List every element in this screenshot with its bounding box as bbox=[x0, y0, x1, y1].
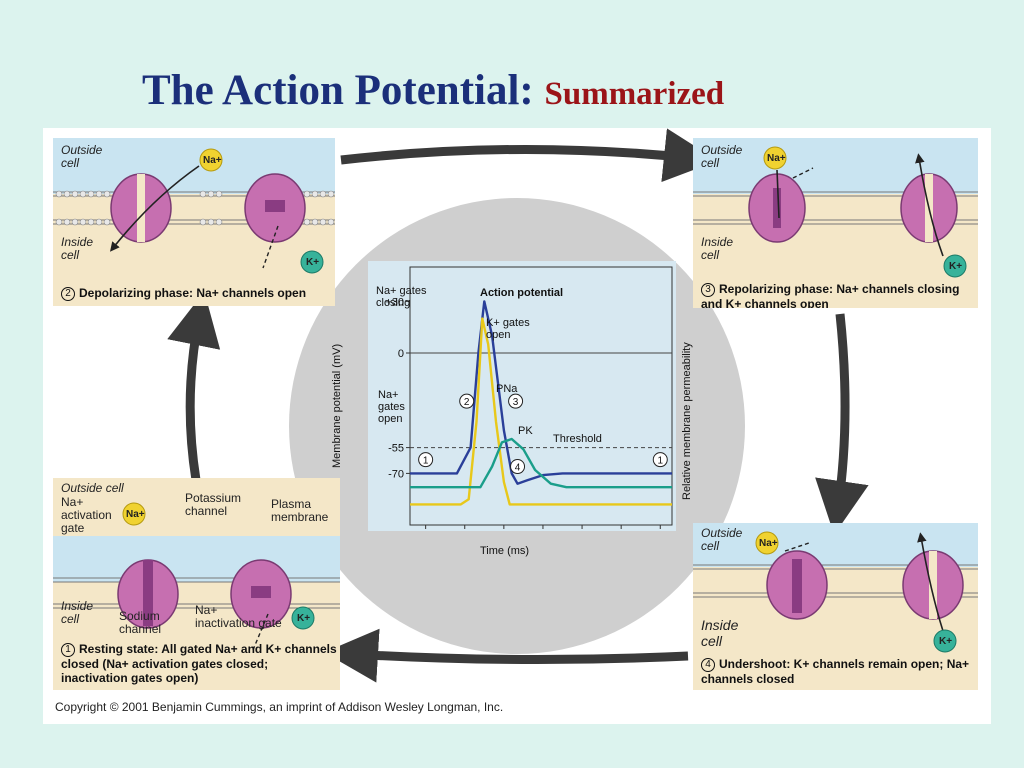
na-gates-open-label: Na+ gates open bbox=[378, 389, 405, 425]
k-ion bbox=[943, 254, 967, 278]
action-potential-label: Action potential bbox=[480, 287, 564, 299]
cycle-arrow-bottom bbox=[324, 628, 689, 683]
inside-cell-label: Inside cell bbox=[61, 599, 94, 626]
step-marker-label: 3 bbox=[513, 397, 519, 408]
sodium-channel-label: Sodium channel bbox=[119, 609, 162, 636]
step-marker-label: 4 bbox=[515, 463, 521, 474]
k-ion-label: K+ bbox=[949, 261, 963, 272]
cycle-arrow-top bbox=[340, 128, 718, 183]
pna-label: PNa bbox=[496, 383, 518, 395]
panel-depolarizing: Outside cell Inside cell Na+ K+ 2 Depolar… bbox=[53, 138, 335, 306]
pk-label: PK bbox=[518, 425, 533, 437]
slide-title: The Action Potential: Summarized bbox=[142, 66, 724, 115]
y-axis-label: Membrane potential (mV) bbox=[331, 343, 343, 468]
potassium-channel-label: Potassium channel bbox=[185, 491, 242, 518]
na-gates-closing-label: Na+ gates closing bbox=[376, 285, 427, 309]
series-line-pk bbox=[410, 437, 672, 489]
x-axis-label: Time (ms) bbox=[480, 545, 530, 557]
na-ion bbox=[122, 502, 146, 526]
step-marker bbox=[510, 459, 526, 475]
k-ion-label: K+ bbox=[939, 636, 953, 647]
series-line-action-potential bbox=[410, 300, 672, 485]
step-marker-label: 2 bbox=[464, 397, 470, 408]
k-ion-label: K+ bbox=[297, 613, 311, 624]
inside-cell-label: Inside cell bbox=[701, 617, 739, 649]
na-ion bbox=[755, 531, 779, 555]
na-ion-label: Na+ bbox=[767, 153, 786, 164]
y-tick-label: -70 bbox=[388, 468, 404, 480]
k-ion bbox=[291, 606, 315, 630]
membrane-graphic bbox=[53, 148, 335, 274]
y-tick-label: 0 bbox=[398, 348, 404, 360]
step-number: 3 bbox=[701, 282, 715, 297]
outside-cell-label: Outside cell bbox=[701, 143, 743, 170]
title-main: The Action Potential: bbox=[142, 67, 534, 114]
y-tick-label: -55 bbox=[388, 443, 404, 455]
k-ion bbox=[933, 629, 957, 653]
na-ion-label: Na+ bbox=[759, 538, 778, 549]
caption-text: Undershoot: K+ channels remain open; Na+… bbox=[701, 657, 970, 686]
na-ion-label: Na+ bbox=[203, 155, 222, 166]
plasma-membrane-label: Plasma membrane bbox=[271, 497, 329, 524]
na-inactivation-gate-label: Na+ inactivation gate bbox=[195, 603, 282, 630]
step-marker bbox=[459, 393, 475, 409]
k-ion-label: K+ bbox=[306, 257, 320, 268]
cycle-arrow-right bbox=[815, 313, 869, 535]
na-ion-label: Na+ bbox=[126, 509, 145, 520]
outside-cell-label: Outside cell bbox=[701, 526, 743, 553]
na-ion bbox=[763, 146, 787, 170]
step-marker bbox=[508, 393, 524, 409]
caption-text: Resting state: All gated Na+ and K+ chan… bbox=[61, 642, 337, 685]
panel-caption: 2 Depolarizing phase: Na+ channels open bbox=[61, 286, 335, 301]
cycle-arrow-left bbox=[167, 291, 221, 481]
title-sub: Summarized bbox=[544, 76, 725, 112]
outside-cell-label: Outside cell bbox=[61, 143, 103, 170]
series-line-pna bbox=[410, 317, 672, 506]
step-marker bbox=[418, 452, 434, 468]
step-marker-label: 1 bbox=[657, 456, 663, 467]
step-number: 1 bbox=[61, 642, 75, 657]
na-ion bbox=[199, 148, 223, 172]
figure: Outside cell Inside cell Na+ K+ 2 Depolar… bbox=[43, 128, 991, 724]
caption-text: Depolarizing phase: Na+ channels open bbox=[79, 286, 307, 300]
threshold-label: Threshold bbox=[553, 433, 602, 445]
step-marker bbox=[652, 452, 668, 468]
plot-frame bbox=[409, 266, 673, 526]
caption-text: Repolarizing phase: Na+ channels closing… bbox=[701, 282, 960, 308]
membrane-graphic bbox=[53, 502, 340, 651]
panel-resting: Outside cell Na+ activation gate Potassi… bbox=[53, 478, 340, 690]
inside-cell-label: Inside cell bbox=[701, 235, 734, 262]
copyright: Copyright © 2001 Benjamin Cummings, an i… bbox=[55, 700, 504, 714]
step-marker-label: 1 bbox=[423, 456, 429, 467]
y2-axis-label: Relative membrane permeability bbox=[681, 342, 693, 500]
step-number: 4 bbox=[701, 657, 715, 672]
outside-cell-label: Outside cell bbox=[61, 481, 124, 495]
membrane-graphic bbox=[693, 531, 978, 653]
inside-cell-label: Inside cell bbox=[61, 235, 94, 262]
membrane-graphic bbox=[693, 146, 978, 278]
k-ion bbox=[300, 250, 324, 274]
y-tick-label: +30 bbox=[385, 296, 404, 308]
na-activation-gate-label: Na+ activation gate bbox=[61, 495, 112, 535]
step-number: 2 bbox=[61, 286, 75, 301]
k-gates-open-label: K+ gates open bbox=[486, 317, 530, 341]
